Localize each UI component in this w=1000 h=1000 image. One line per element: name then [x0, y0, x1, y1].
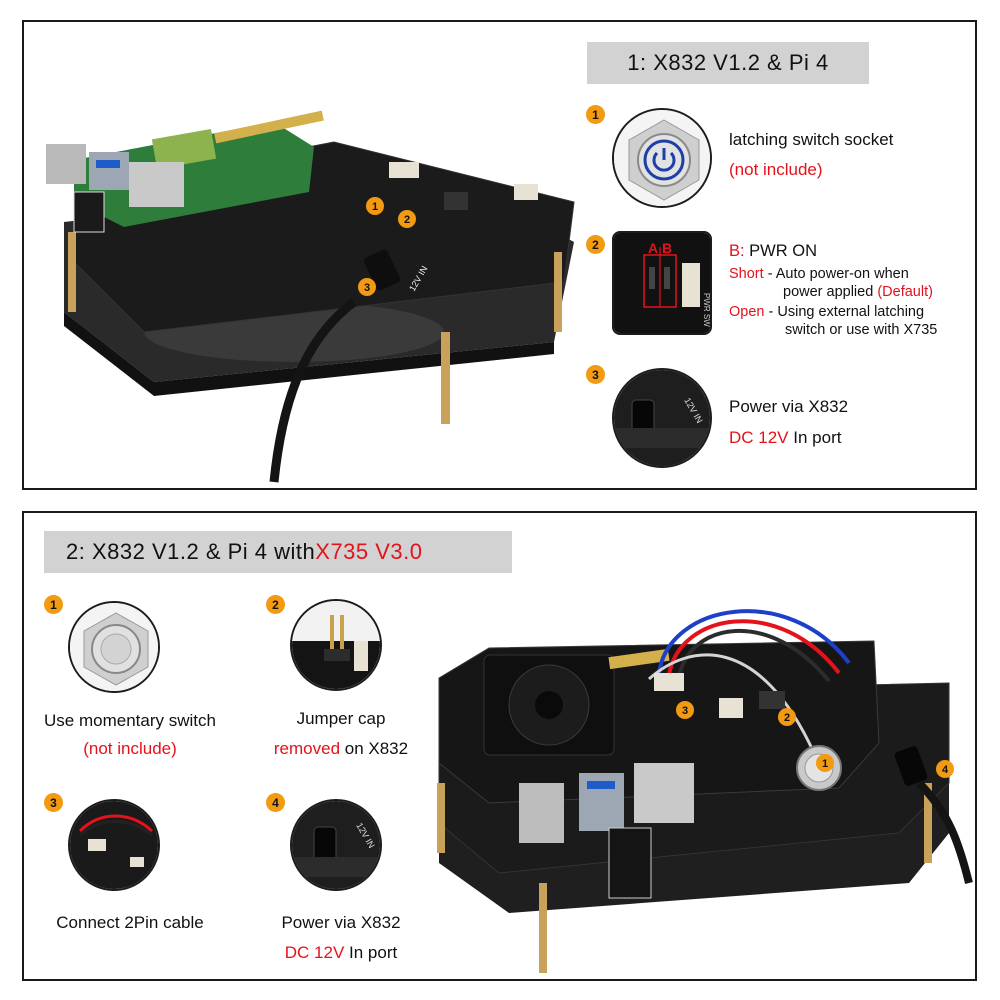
item3-label: Power via X832	[729, 397, 849, 416]
item2-short-desc2: power applied	[783, 284, 878, 300]
item3-dc12v: DC 12V	[729, 428, 789, 447]
p2-photo-marker-4: 4	[942, 764, 949, 776]
item3-in-port: In port	[788, 428, 842, 447]
item2-open-desc: - Using external latching	[764, 304, 925, 320]
p2-item4-dc12v: DC 12V	[284, 943, 345, 962]
item2-open-line2: switch or use with X735	[785, 322, 938, 338]
x832-pi4-assembly-photo: 1 2 3 12V IN	[46, 110, 575, 483]
p2-photo-marker-1: 1	[822, 758, 828, 770]
item3-port-line: DC 12V In port	[729, 428, 841, 448]
jumper-a-label: A	[648, 240, 658, 256]
p2-dc-jack-image: 12V IN	[290, 799, 382, 891]
panel1-title: 1: X832 V1.2 & Pi 4	[587, 42, 869, 84]
p2-item2-on-x832: on X832	[340, 739, 409, 758]
item2-default-label: (Default)	[877, 284, 933, 300]
p2-item2-removed: removed	[273, 739, 341, 758]
badge-p2-2: 2	[266, 595, 285, 614]
item2-heading-rest: PWR ON	[744, 242, 818, 260]
pwr-sw-label: PWR SW	[702, 293, 711, 327]
p2-item4-port-line: DC 12V In port	[246, 943, 436, 963]
jumper-cap-image	[290, 599, 382, 691]
momentary-switch-image	[68, 601, 160, 693]
p2-photo-marker-3: 3	[682, 705, 688, 717]
p2-item3-label: Connect 2Pin cable	[56, 913, 204, 932]
item1-label: latching switch socket	[729, 130, 894, 149]
badge-p2-4: 4	[266, 793, 285, 812]
panel-x832-pi4: 1 2 3 12V IN 1: X832 V1.2 & Pi 4 1 latch…	[22, 20, 977, 490]
badge-p2-1: 1	[44, 595, 63, 614]
latching-switch-image	[612, 108, 712, 208]
item2-short-line2: power applied (Default)	[783, 284, 933, 300]
panel2-title: 2: X832 V1.2 & Pi 4 with X735 V3.0	[44, 531, 512, 573]
x832-pi4-x735-assembly-photo: 1 2 3 4	[437, 609, 973, 973]
item2-open-line: Open - Using external latching	[729, 304, 924, 320]
p2-photo-marker-2: 2	[784, 712, 790, 724]
jumper-b-label: B	[662, 240, 672, 256]
p2-item2-label: Jumper cap	[296, 709, 386, 728]
p2-item1-note: (not include)	[83, 739, 177, 758]
p2-item2-line2: removed on X832	[246, 739, 436, 759]
badge-p2-3: 3	[44, 793, 63, 812]
panel-x832-pi4-x735: 2: X832 V1.2 & Pi 4 with X735 V3.0 1 Use…	[22, 511, 977, 981]
p2-item4-in-port: In port	[344, 943, 398, 962]
panel2-title-main: 2: X832 V1.2 & Pi 4 with	[66, 539, 316, 564]
item2-heading: B: PWR ON	[729, 242, 817, 261]
item2-short-label: Short	[729, 266, 764, 282]
p2-item1-label: Use momentary switch	[44, 711, 216, 730]
dc-jack-image: 12V IN	[612, 368, 712, 468]
photo-marker-2: 2	[404, 214, 410, 226]
item2-short-line: Short - Auto power-on when	[729, 266, 909, 282]
photo-marker-3: 3	[364, 282, 370, 294]
photo-marker-1: 1	[372, 201, 378, 213]
badge-1: 1	[586, 105, 605, 124]
badge-2: 2	[586, 235, 605, 254]
badge-3: 3	[586, 365, 605, 384]
panel2-title-x735: X735 V3.0	[315, 539, 423, 564]
2pin-cable-image	[68, 799, 160, 891]
item2-open-label: Open	[729, 304, 765, 320]
item1-note: (not include)	[729, 160, 823, 179]
item2-heading-b: B:	[729, 242, 745, 260]
item2-short-desc: - Auto power-on when	[763, 266, 909, 282]
pwr-jumper-image: A B PWR SW	[612, 231, 712, 335]
p2-item4-label: Power via X832	[281, 913, 401, 932]
